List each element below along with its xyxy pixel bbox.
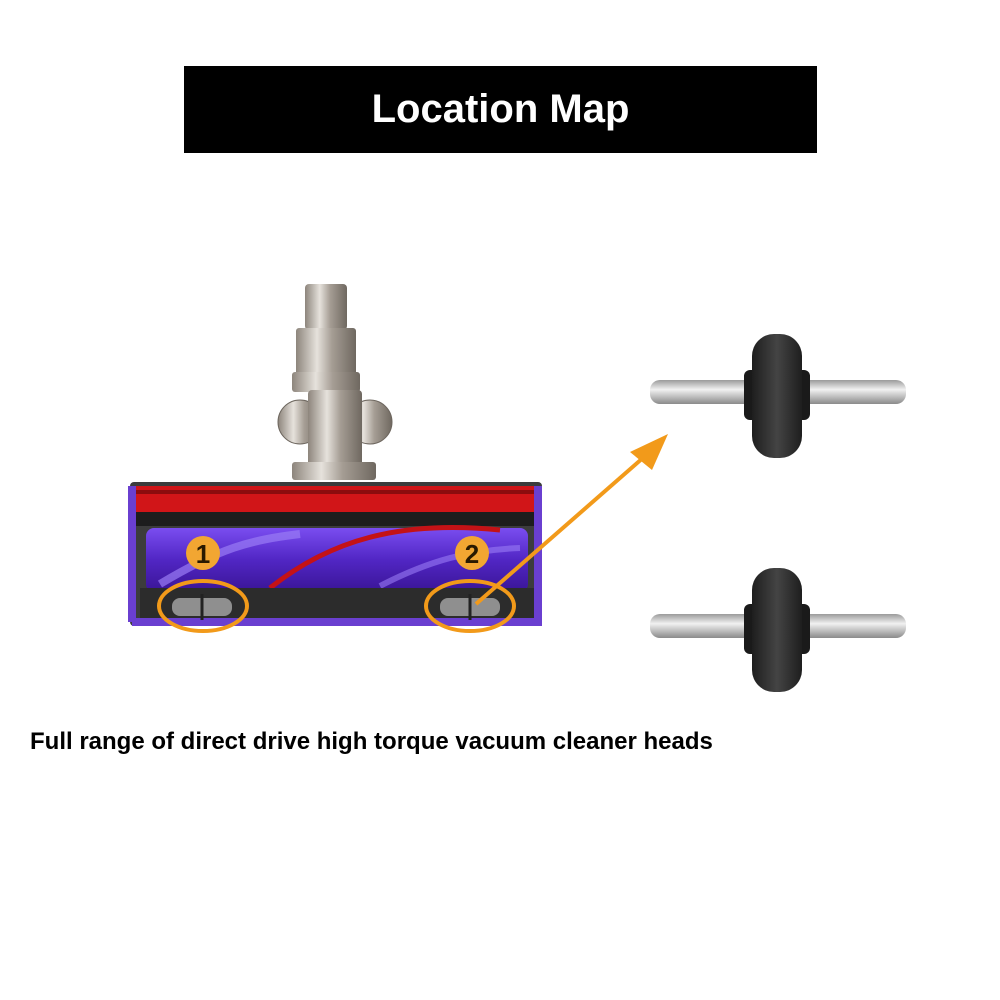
wheel-with-axle-top	[650, 334, 906, 458]
page-title: Location Map	[371, 87, 630, 131]
callout-ring-2	[424, 579, 516, 633]
svg-text:2: 2	[465, 539, 479, 569]
svg-text:1: 1	[196, 539, 210, 569]
wheel-slot-2	[440, 594, 500, 620]
callout-badge-1: 1	[186, 536, 220, 570]
callout-ring-1	[157, 579, 249, 633]
vacuum-neck	[277, 284, 393, 480]
title-banner: Location Map	[184, 66, 817, 153]
wheel-with-axle-bottom	[650, 568, 906, 692]
caption-text: Full range of direct drive high torque v…	[30, 728, 713, 755]
callout-badge-2: 2	[455, 536, 489, 570]
wheel-slot-1	[172, 594, 232, 620]
pointer-arrow-icon	[474, 434, 668, 606]
